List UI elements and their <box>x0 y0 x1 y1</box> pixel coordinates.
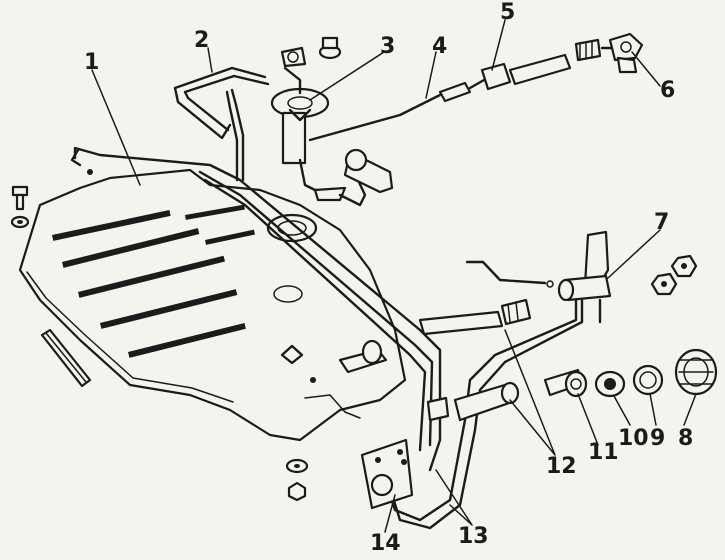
fuel-pump <box>600 32 644 74</box>
fuel-gauge-sender <box>270 36 394 207</box>
nuts-right <box>650 254 698 296</box>
callout-4: 4 <box>432 34 448 59</box>
callout-5: 5 <box>500 0 516 25</box>
vent-pipe <box>173 66 270 182</box>
tank-nut <box>285 458 309 502</box>
callout-9: 9 <box>650 426 666 451</box>
callout-7: 7 <box>654 210 670 235</box>
callout-8: 8 <box>678 426 694 451</box>
callout-6: 6 <box>660 78 676 103</box>
callout-2: 2 <box>194 28 210 53</box>
callout-14: 14 <box>370 531 401 556</box>
callout-11: 11 <box>588 440 619 465</box>
leader-lines <box>91 19 697 533</box>
filler-neck-bracket <box>383 230 612 530</box>
tank-bolt <box>10 185 30 229</box>
fuel-line <box>308 81 472 142</box>
callout-3: 3 <box>380 34 396 59</box>
callout-13: 13 <box>458 524 489 549</box>
fuel-tank <box>18 168 407 442</box>
callout-12: 12 <box>546 454 577 479</box>
callout-10: 10 <box>618 426 649 451</box>
filler-neck-parts <box>543 348 718 398</box>
callout-1: 1 <box>84 50 100 75</box>
filler-hoses <box>418 298 532 422</box>
tank-strap <box>40 328 92 388</box>
fuel-filter <box>468 38 602 91</box>
mounting-plate <box>360 438 414 510</box>
